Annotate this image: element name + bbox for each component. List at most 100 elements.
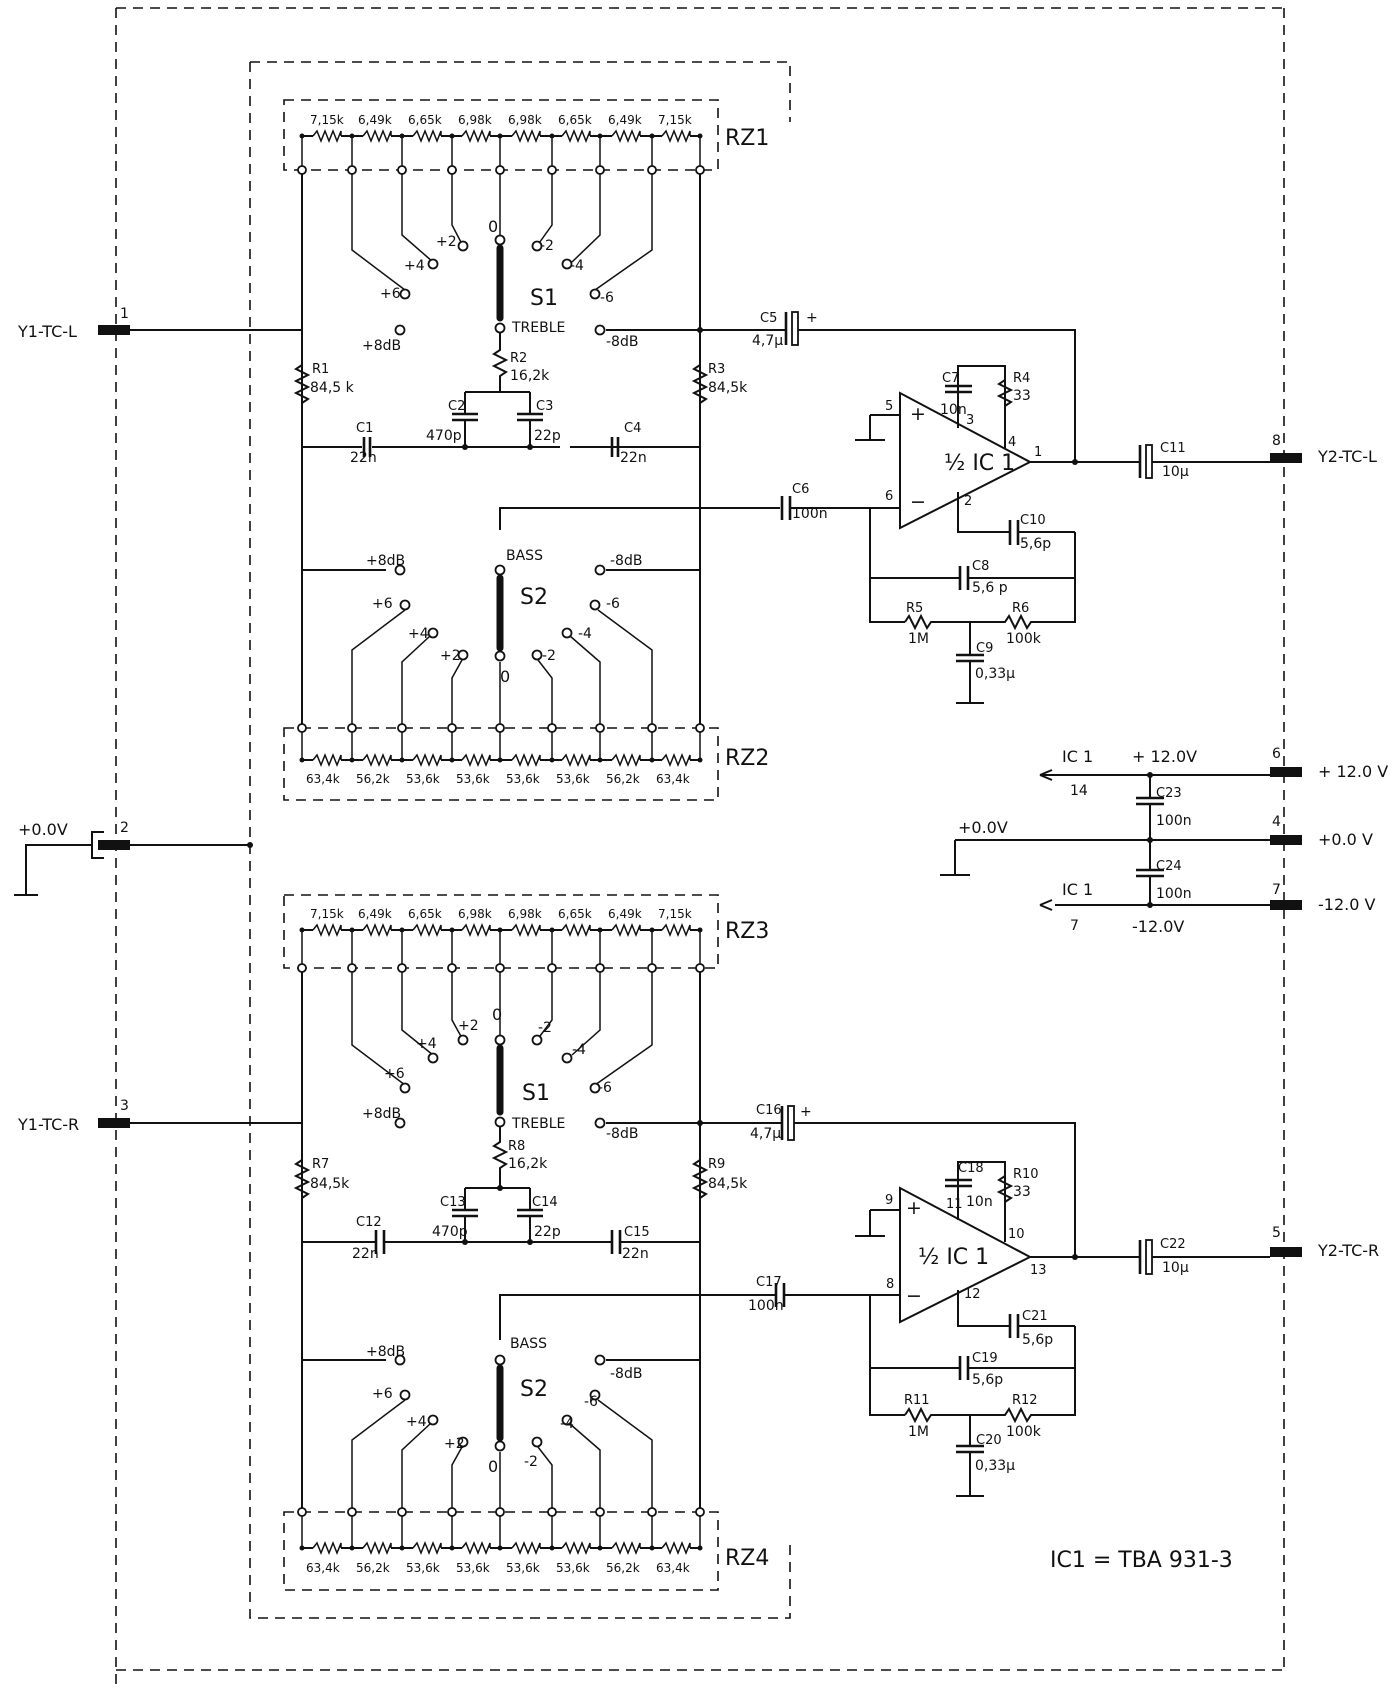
rz2-tap-node	[547, 723, 557, 733]
svg-text:IC 1: IC 1	[1062, 880, 1093, 899]
rz3-tap-node	[347, 963, 357, 973]
svg-text:C12: C12	[356, 1215, 382, 1230]
svg-text:S1: S1	[522, 1081, 550, 1106]
svg-text:53,6k: 53,6k	[406, 1561, 440, 1575]
rz4-resistor	[611, 1540, 641, 1556]
svg-text:6,98k: 6,98k	[508, 907, 542, 921]
svg-text:0,33µ: 0,33µ	[975, 666, 1015, 682]
svg-text:+ 12.0 V: + 12.0 V	[1318, 762, 1388, 781]
svg-text:+4: +4	[404, 258, 425, 274]
svg-text:C20: C20	[976, 1433, 1002, 1448]
rz4-tap-node	[695, 1507, 705, 1517]
svg-text:6,65k: 6,65k	[558, 113, 592, 127]
rz3-values: 7,15k 6,49k 6,65k 6,98k 6,98k 6,65k 6,49…	[310, 907, 692, 921]
connector-ground[interactable]: 2 +0.0V	[14, 820, 253, 896]
connector-output-right[interactable]: 5 Y2-TC-R	[1270, 1225, 1379, 1260]
svg-text:6,98k: 6,98k	[458, 907, 492, 921]
svg-text:C15: C15	[624, 1225, 650, 1240]
svg-text:100n: 100n	[792, 506, 828, 522]
svg-text:C24: C24	[1156, 859, 1182, 874]
rz4-tap-node	[647, 1507, 657, 1517]
rz1-resistor	[511, 128, 541, 144]
svg-text:6: 6	[1272, 746, 1281, 762]
svg-text:6,98k: 6,98k	[508, 113, 542, 127]
svg-text:84,5k: 84,5k	[708, 380, 748, 396]
svg-text:56,2k: 56,2k	[356, 772, 390, 786]
rz4-resistor	[362, 1540, 392, 1556]
svg-text:13: 13	[1030, 1263, 1047, 1278]
svg-text:½ IC 1: ½ IC 1	[918, 1245, 989, 1270]
rz2-tap-node	[297, 723, 307, 733]
svg-text:-4: -4	[560, 1416, 574, 1432]
svg-text:C3: C3	[536, 399, 553, 414]
rz1-tap-node	[297, 165, 307, 175]
svg-text:5,6p: 5,6p	[1022, 1332, 1053, 1348]
svg-text:-4: -4	[572, 1042, 586, 1058]
rz2-values: 63,4k 56,2k 53,6k 53,6k 53,6k 53,6k 56,2…	[306, 772, 690, 786]
svg-text:-12.0 V: -12.0 V	[1318, 895, 1375, 914]
svg-text:8: 8	[1272, 433, 1281, 449]
svg-text:33: 33	[1013, 388, 1031, 404]
connector-output-left[interactable]: 8 Y2-TC-L	[1270, 433, 1377, 466]
connector-minus-12v[interactable]: 7 -12.0 V	[1270, 882, 1375, 914]
upper-channel: RZ1 7,15k 6,49k 6,65k 6,98k 6,98k 6,65k …	[130, 99, 1270, 801]
svg-text:+6: +6	[380, 286, 401, 302]
svg-text:-2: -2	[524, 1454, 538, 1470]
svg-text:−: −	[910, 491, 926, 513]
rz3-resistor	[312, 922, 342, 938]
svg-text:56,2k: 56,2k	[606, 1561, 640, 1575]
connector-zero-v[interactable]: 4 +0.0 V	[1270, 814, 1373, 849]
svg-text:7,15k: 7,15k	[310, 907, 344, 921]
rz1-resistor	[461, 128, 491, 144]
connector-input-left[interactable]: 1 Y1-TC-L	[17, 306, 130, 341]
rz2-tap-node	[647, 723, 657, 733]
svg-text:53,6k: 53,6k	[406, 772, 440, 786]
svg-text:R2: R2	[510, 351, 527, 366]
rz4-resistor	[312, 1540, 342, 1556]
svg-text:C7: C7	[942, 371, 959, 386]
svg-text:6,49k: 6,49k	[608, 113, 642, 127]
svg-text:-8dB: -8dB	[606, 334, 638, 350]
rz1-resistor	[611, 128, 641, 144]
svg-text:-6: -6	[606, 596, 620, 612]
svg-text:Y1-TC-L: Y1-TC-L	[17, 322, 77, 341]
rz4-resistor	[561, 1540, 591, 1556]
rz1-tap-node	[347, 165, 357, 175]
rz4-resistor	[461, 1540, 491, 1556]
svg-text:-8dB: -8dB	[610, 1366, 642, 1382]
svg-text:10µ: 10µ	[1162, 1260, 1189, 1276]
svg-text:10µ: 10µ	[1162, 464, 1189, 480]
svg-text:6: 6	[885, 489, 893, 504]
svg-text:RZ2: RZ2	[725, 746, 769, 771]
svg-text:-12.0V: -12.0V	[1132, 917, 1184, 936]
svg-text:Y2-TC-R: Y2-TC-R	[1317, 1241, 1379, 1260]
svg-text:0: 0	[488, 217, 498, 236]
svg-text:-8dB: -8dB	[606, 1126, 638, 1142]
connector-plus-12v[interactable]: 6 + 12.0 V	[1270, 746, 1388, 781]
svg-text:R5: R5	[906, 601, 923, 616]
svg-text:56,2k: 56,2k	[356, 1561, 390, 1575]
svg-text:22p: 22p	[534, 1224, 561, 1240]
rz2-tap-node	[397, 723, 407, 733]
svg-text:4: 4	[1008, 435, 1016, 450]
svg-text:+8dB: +8dB	[366, 1344, 405, 1360]
svg-text:6,98k: 6,98k	[458, 113, 492, 127]
connector-input-right[interactable]: 3 Y1-TC-R	[17, 1098, 130, 1134]
rz4-tap-node	[347, 1507, 357, 1517]
svg-text:+0.0 V: +0.0 V	[1318, 830, 1373, 849]
rz3-tap-node	[397, 963, 407, 973]
rz3-tap-node	[647, 963, 657, 973]
svg-text:C4: C4	[624, 421, 641, 436]
svg-text:R11: R11	[904, 1393, 930, 1408]
svg-text:6,49k: 6,49k	[608, 907, 642, 921]
svg-text:14: 14	[1070, 783, 1088, 799]
svg-text:+6: +6	[384, 1066, 405, 1082]
svg-text:22n: 22n	[620, 450, 647, 466]
svg-text:5: 5	[1272, 1225, 1281, 1241]
svg-text:0: 0	[500, 667, 510, 686]
svg-text:+8dB: +8dB	[362, 338, 401, 354]
rz1-resistor	[312, 128, 342, 144]
rz2-resistor	[362, 752, 392, 768]
svg-text:Y2-TC-L: Y2-TC-L	[1317, 447, 1377, 466]
svg-text:C18: C18	[958, 1161, 984, 1176]
